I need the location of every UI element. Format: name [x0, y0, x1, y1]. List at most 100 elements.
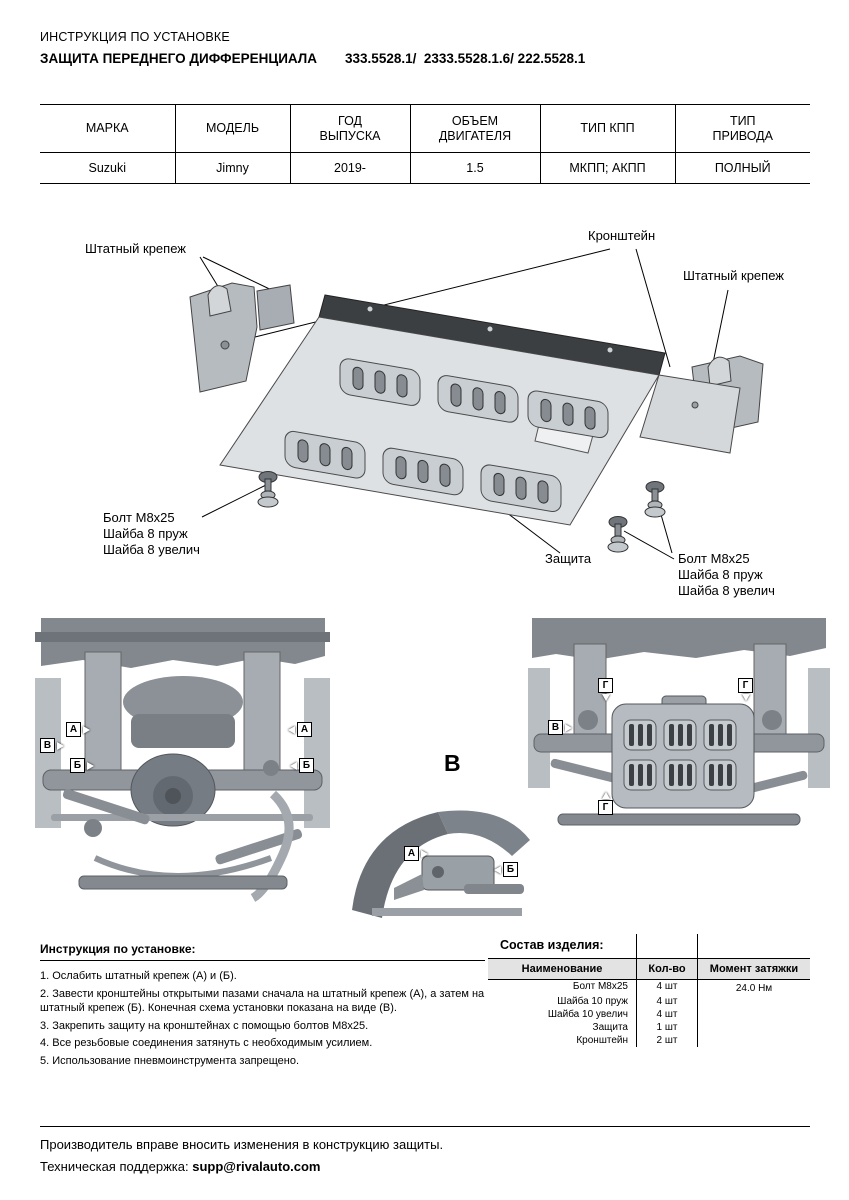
spec-header-drive: ТИП ПРИВОДА	[675, 104, 810, 153]
parts-header-name: Наименование	[488, 958, 636, 980]
instruction-step: 4. Все резьбовые соединения затянуть с н…	[40, 1037, 373, 1049]
marker-bolt-g-top-left: Г	[598, 678, 613, 701]
marker-letter: А	[404, 846, 419, 861]
part-name: Болт М8х25	[572, 981, 628, 992]
marker-letter: Г	[598, 800, 613, 815]
arrow-left-icon	[288, 725, 295, 734]
doc-title-row: ЗАЩИТА ПЕРЕДНЕГО ДИФФЕРЕНЦИАЛА 333.5528.…	[40, 51, 585, 66]
instruction-step: 2. Завести кронштейны открытыми пазами с…	[40, 987, 485, 1015]
marker-letter: Б	[299, 758, 314, 773]
instruction-step: 5. Использование пневмоинструмента запре…	[40, 1054, 300, 1067]
label-bolt-right: Болт М8х25 Шайба 8 пруж Шайба 8 увелич	[678, 551, 775, 598]
shield-plate	[219, 294, 741, 526]
support-label: Техническая поддержка:	[40, 1159, 189, 1174]
marker-letter: В	[548, 720, 563, 735]
instructions-title: Инструкция по установке:	[40, 942, 485, 961]
installed-shield	[611, 703, 755, 809]
part-numbers: 333.5528.1/ 2333.5528.1.6/ 222.5528.1	[345, 51, 586, 66]
spec-header-brand: МАРКА	[40, 104, 176, 153]
marker-view-direction-b-left: В	[40, 738, 64, 753]
bolt-left	[257, 471, 279, 508]
part-torque	[698, 1034, 810, 1047]
marker-bolt-g-bottom-left: Г	[598, 792, 613, 815]
spec-header-year: ГОД ВЫПУСКА	[290, 104, 411, 153]
marker-fastener-a-left: А	[66, 722, 90, 737]
marker-detail-b: Б	[494, 862, 518, 877]
photo-undercarriage-installed	[528, 618, 830, 846]
parts-header-qty: Кол-во	[636, 958, 698, 980]
part-name: Кронштейн	[576, 1035, 628, 1046]
spec-header-gearbox: ТИП КПП	[540, 104, 676, 153]
part-name: Защита	[592, 1022, 628, 1033]
parts-title-spacer	[698, 934, 810, 958]
spec-value-model: Jimny	[175, 152, 291, 184]
spec-header-model: МОДЕЛЬ	[175, 104, 291, 153]
label-bracket: Кронштейн	[588, 228, 656, 243]
label-bolt-left: Болт М8х25 Шайба 8 пруж Шайба 8 увелич	[103, 510, 200, 557]
parts-title: Состав изделия:	[500, 938, 604, 952]
support-line: Техническая поддержка: supp@rivalauto.co…	[40, 1159, 810, 1174]
photo-detail-view-b	[352, 800, 532, 932]
instruction-step: 1. Ослабить штатный крепеж (А) и (Б).	[40, 970, 237, 982]
marker-fastener-b-right: Б	[290, 758, 314, 773]
spec-value-gearbox: МКПП; АКПП	[540, 152, 676, 184]
left-stock-bracket	[189, 282, 295, 393]
marker-view-direction-b-right: В	[548, 720, 572, 735]
parts-list: Состав изделия: Наименование Кол-во Моме…	[488, 934, 810, 1047]
parts-header-torque: Момент затяжки	[698, 958, 810, 980]
arrow-left-icon	[290, 761, 297, 770]
parts-title-spacer	[636, 934, 698, 958]
part-torque	[698, 1008, 810, 1021]
marker-letter: Г	[598, 678, 613, 693]
vent-slots	[297, 366, 596, 504]
arrow-left-icon	[494, 865, 501, 874]
spec-value-row: Suzuki Jimny 2019- 1.5 МКПП; АКПП ПОЛНЫЙ	[40, 152, 810, 184]
marker-letter: А	[66, 722, 81, 737]
label-shield: Защита	[545, 551, 592, 566]
installation-instructions: Инструкция по установке: 1. Ослабить шта…	[40, 942, 485, 1071]
part-name: Шайба 10 пруж	[557, 996, 628, 1007]
callout-lines	[199, 248, 729, 560]
part-qty: 4 шт	[636, 995, 698, 1008]
spec-value-brand: Suzuki	[40, 152, 176, 184]
arrow-right-icon	[421, 849, 428, 858]
arrow-right-icon	[565, 723, 572, 732]
label-stock-fastener-right: Штатный крепеж	[683, 268, 784, 283]
marker-letter: В	[40, 738, 55, 753]
label-stock-fastener-left: Штатный крепеж	[85, 241, 186, 256]
part-name: Шайба 10 увелич	[547, 1009, 628, 1020]
marker-fastener-b-left: Б	[70, 758, 94, 773]
arrow-down-icon	[741, 694, 750, 701]
arrow-up-icon	[601, 792, 610, 799]
spec-value-engine: 1.5	[410, 152, 541, 184]
marker-letter: Б	[70, 758, 85, 773]
spec-value-year: 2019-	[290, 152, 411, 184]
exploded-view-diagram	[189, 248, 764, 560]
arrow-right-icon	[87, 761, 94, 770]
spec-value-drive: ПОЛНЫЙ	[675, 152, 810, 184]
part-qty: 2 шт	[636, 1034, 698, 1047]
marker-bolt-g-top-right: Г	[738, 678, 753, 701]
part-qty: 4 шт	[636, 1008, 698, 1021]
doc-type: ИНСТРУКЦИЯ ПО УСТАНОВКЕ	[40, 30, 230, 44]
part-torque	[698, 1021, 810, 1034]
part-torque: 24.0 Нм	[735, 983, 773, 994]
photo-undercarriage-before	[35, 618, 330, 930]
manufacturer-note: Производитель вправе вносить изменения в…	[40, 1137, 444, 1152]
marker-letter: Г	[738, 678, 753, 693]
instruction-step: 3. Закрепить защиту на кронштейнах с пом…	[40, 1019, 369, 1032]
doc-title: ЗАЩИТА ПЕРЕДНЕГО ДИФФЕРЕНЦИАЛА	[40, 51, 318, 66]
marker-detail-a: А	[404, 846, 428, 861]
spec-table: МАРКА МОДЕЛЬ ГОД ВЫПУСКА ОБЪЕМ ДВИГАТЕЛЯ…	[40, 104, 810, 184]
bolt-right-upper	[644, 481, 666, 518]
arrow-right-icon	[57, 741, 64, 750]
arrow-down-icon	[601, 694, 610, 701]
marker-letter: А	[297, 722, 312, 737]
bolt-right-lower	[607, 516, 629, 553]
view-b-label: В	[444, 750, 461, 776]
marker-letter: Б	[503, 862, 518, 877]
arrow-right-icon	[83, 725, 90, 734]
part-torque	[698, 995, 810, 1008]
part-qty: 1 шт	[636, 1021, 698, 1034]
